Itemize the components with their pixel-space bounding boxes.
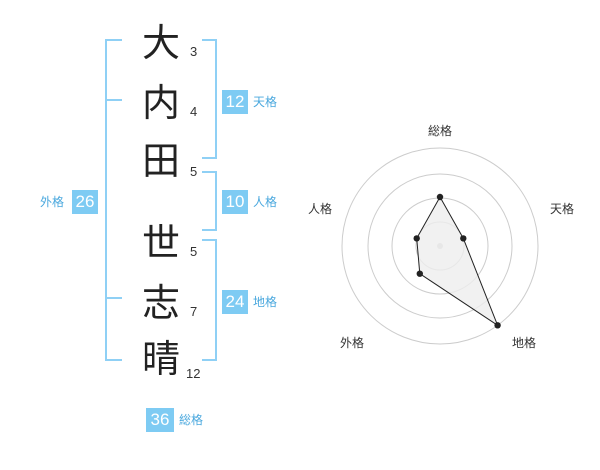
jinkaku-value: 10 <box>222 190 248 214</box>
gaikaku-label: 外格 <box>40 195 65 209</box>
stroke-count: 3 <box>190 44 198 59</box>
radar-point <box>416 270 423 277</box>
name-character: 内 <box>141 81 180 125</box>
radar-axis-label-soukaku: 総格 <box>428 124 453 138</box>
radar-ring <box>341 147 539 345</box>
radar-series <box>413 193 501 329</box>
chikaku-value: 24 <box>222 290 248 314</box>
jinkaku-bracket <box>202 171 217 231</box>
soukaku-label: 総格 <box>179 413 204 427</box>
radar-point <box>436 193 444 201</box>
stroke-count: 7 <box>190 304 198 319</box>
gaikaku-bracket <box>105 39 122 361</box>
chikaku-bracket <box>202 239 217 361</box>
stroke-count: 4 <box>190 104 198 119</box>
name-character: 田 <box>141 139 180 183</box>
tenkaku-value: 12 <box>222 90 248 114</box>
stroke-count: 12 <box>186 366 201 381</box>
jinkaku-label: 人格 <box>253 195 278 209</box>
radar-axis-label-jinkaku: 人格 <box>308 202 333 216</box>
name-character: 世 <box>141 221 180 265</box>
radar-axis-label-chikaku: 地格 <box>512 336 537 350</box>
name-character: 大 <box>141 21 180 65</box>
tenkaku-label: 天格 <box>253 95 278 109</box>
chikaku-label: 地格 <box>253 295 278 309</box>
stroke-count: 5 <box>190 164 198 179</box>
soukaku-value: 36 <box>146 408 174 432</box>
radar-polygon <box>416 195 499 327</box>
radar-point <box>494 322 501 329</box>
name-character: 晴 <box>141 337 180 381</box>
radar-point <box>413 235 420 242</box>
stroke-count: 5 <box>190 244 198 259</box>
tenkaku-bracket <box>202 39 217 159</box>
radar-axis-label-tenkaku: 天格 <box>550 202 575 216</box>
radar-ring <box>367 173 513 319</box>
gaikaku-value: 26 <box>72 190 98 214</box>
name-character: 志 <box>141 281 180 325</box>
radar-axis-label-gaikaku: 外格 <box>340 336 365 350</box>
radar-point <box>460 235 467 242</box>
